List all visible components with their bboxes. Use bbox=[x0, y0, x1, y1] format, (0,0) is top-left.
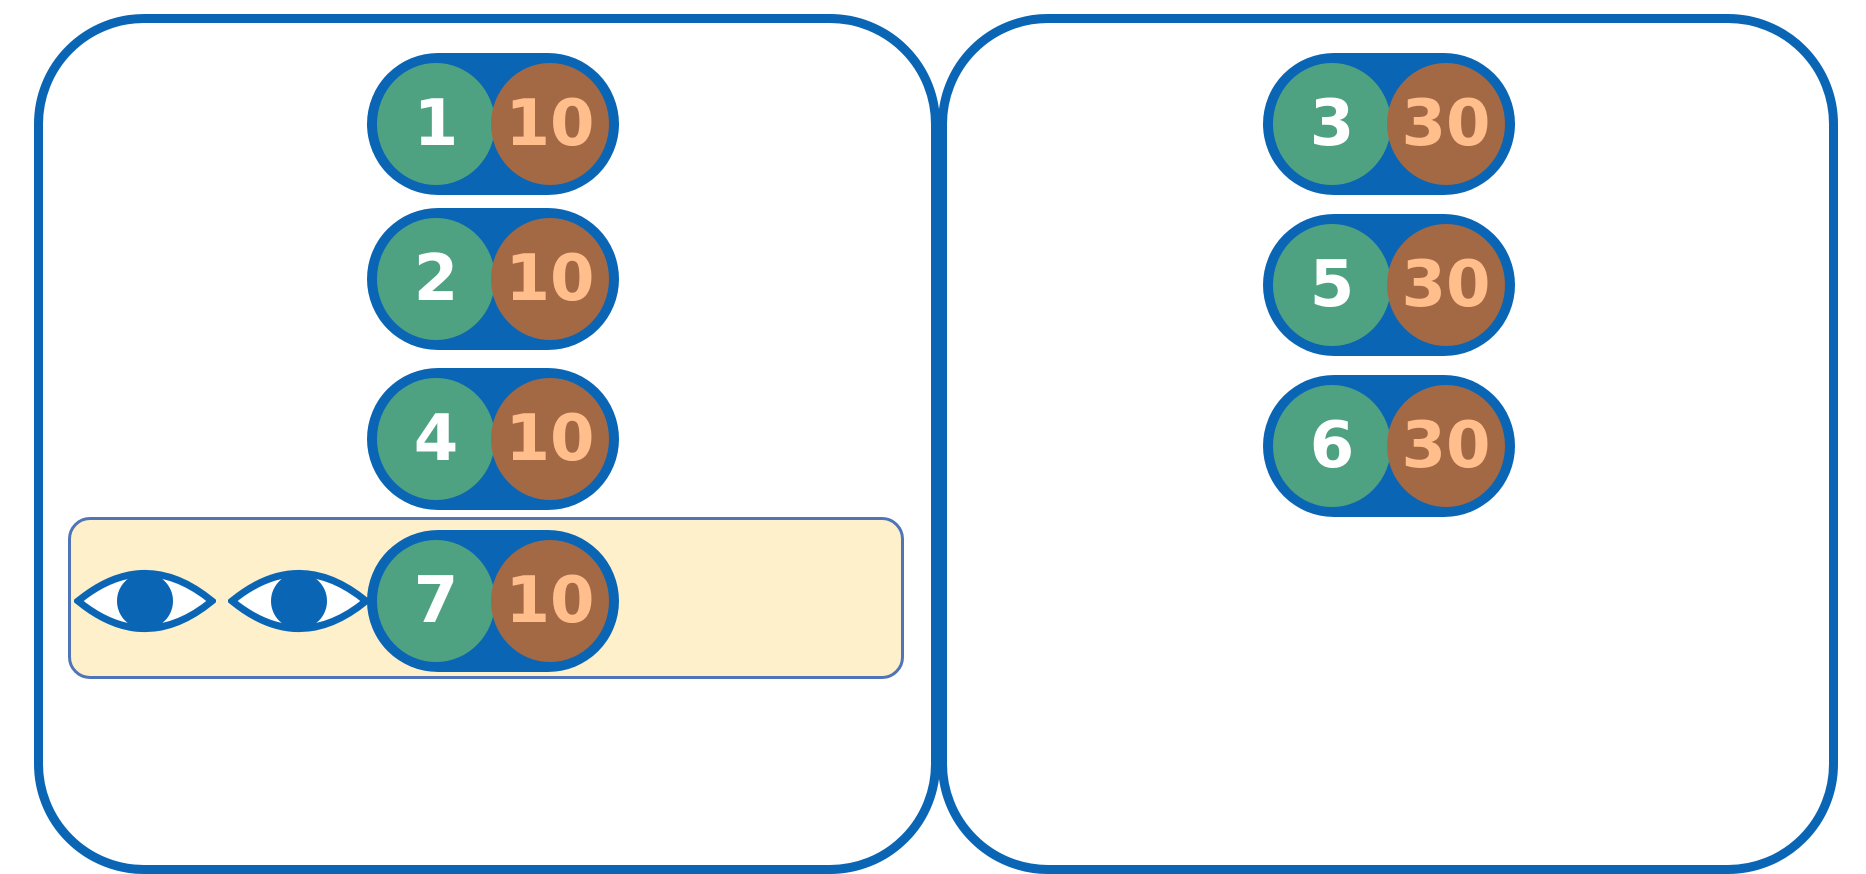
record-id: 3 bbox=[1273, 63, 1391, 185]
record-value: 10 bbox=[491, 218, 609, 340]
record-pill: 3 30 bbox=[1263, 53, 1515, 195]
record-id: 4 bbox=[377, 378, 495, 500]
record-pill: 7 10 bbox=[367, 530, 619, 672]
record-value: 10 bbox=[491, 63, 609, 185]
record-id: 7 bbox=[377, 540, 495, 662]
record-value: 10 bbox=[491, 540, 609, 662]
record-id: 5 bbox=[1273, 224, 1391, 346]
record-pill: 1 10 bbox=[367, 53, 619, 195]
eye-icon bbox=[74, 570, 216, 632]
record-pill: 4 10 bbox=[367, 368, 619, 510]
record-value: 10 bbox=[491, 378, 609, 500]
record-id: 2 bbox=[377, 218, 495, 340]
record-pill: 5 30 bbox=[1263, 214, 1515, 356]
record-value: 30 bbox=[1387, 63, 1505, 185]
record-id: 6 bbox=[1273, 385, 1391, 507]
record-pill: 6 30 bbox=[1263, 375, 1515, 517]
eye-icon bbox=[228, 570, 370, 632]
record-pill: 2 10 bbox=[367, 208, 619, 350]
record-id: 1 bbox=[377, 63, 495, 185]
record-value: 30 bbox=[1387, 224, 1505, 346]
record-value: 30 bbox=[1387, 385, 1505, 507]
